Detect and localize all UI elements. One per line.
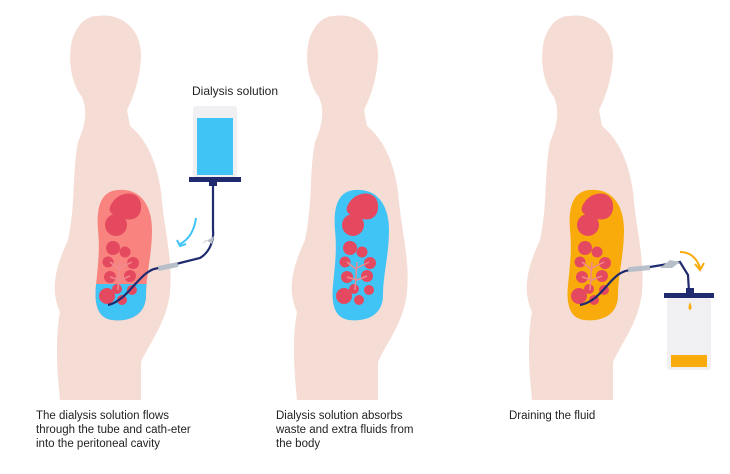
figure-2-dwelling xyxy=(291,15,408,400)
caption-step-2: Dialysis solution absorbs waste and extr… xyxy=(276,410,414,450)
caption-step-1: The dialysis solution flows through the … xyxy=(36,410,191,450)
bag-label: Dialysis solution xyxy=(192,84,279,98)
caption-step-3: Draining the fluid xyxy=(509,410,596,422)
figure-3-draining xyxy=(526,15,714,400)
figure-1-filling xyxy=(54,15,241,400)
